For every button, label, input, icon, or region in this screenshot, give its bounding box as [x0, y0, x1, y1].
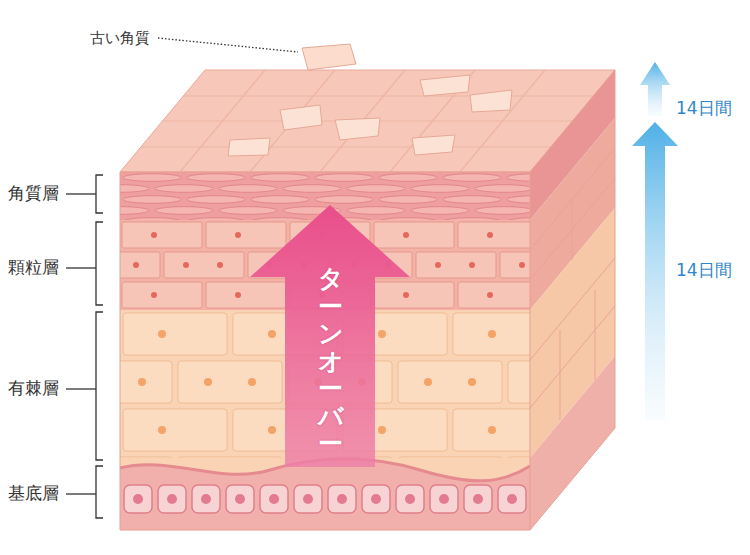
skin-surface — [120, 70, 615, 172]
stratum-basale — [226, 485, 254, 513]
turnover-arrow: ターンオーバー — [250, 205, 410, 467]
period-label: 14日間 — [676, 260, 732, 280]
stratum-basale — [269, 494, 279, 504]
skin-surface — [335, 118, 380, 140]
layer-bracket — [66, 267, 96, 268]
stratum-basale — [120, 458, 530, 530]
layer-bracket — [96, 175, 103, 213]
stratum-basale — [430, 485, 458, 513]
layer-label: 基底層 — [8, 483, 59, 503]
stratum-basale — [507, 494, 517, 504]
stratum-basale — [473, 494, 483, 504]
callout-label: 古い角質 — [90, 29, 150, 47]
skin-side — [120, 172, 530, 530]
skin-surface — [420, 75, 470, 96]
skin-side — [560, 330, 561, 420]
stratum-basale — [405, 494, 415, 504]
stratum-basale — [201, 494, 211, 504]
skin-side — [595, 290, 596, 380]
layer-label: 有棘層 — [8, 378, 59, 398]
stratum-basale — [158, 485, 186, 513]
layer-bracket — [96, 466, 103, 518]
arrow-text: ターンオーバー — [318, 265, 343, 458]
layer-bracket — [96, 312, 103, 460]
layer-bracket — [66, 175, 103, 518]
layer-bracket — [66, 493, 96, 494]
stratum-basale — [133, 494, 143, 504]
skin-side — [530, 70, 615, 530]
skin-surface — [470, 90, 512, 112]
skin-surface — [120, 70, 615, 172]
layer-label: 顆粒層 — [8, 257, 59, 277]
stratum-basale — [120, 458, 530, 530]
skin-side — [530, 306, 615, 408]
skin-side — [530, 148, 615, 420]
stratum-basale — [192, 485, 220, 513]
stratum-basale — [260, 485, 288, 513]
skin-surface — [141, 146, 551, 147]
stratum-basale — [294, 485, 322, 513]
skin-surface — [280, 105, 322, 130]
layer-bracket — [66, 193, 96, 194]
stratum-basale — [498, 485, 526, 513]
skin-surface — [320, 70, 405, 172]
stratum-basale — [303, 494, 313, 504]
period-label: 14日間 — [676, 98, 732, 118]
stratum-basale — [439, 494, 449, 504]
stratum-basale — [371, 494, 381, 504]
stratum-basale — [124, 485, 152, 513]
skin-surface — [228, 138, 270, 156]
skin-surface — [228, 75, 512, 156]
stratum-basale — [337, 494, 347, 504]
stratum-basale — [124, 485, 526, 513]
skin-surface — [141, 70, 593, 172]
layer-label: 角質層 — [8, 183, 59, 203]
skin-surface — [183, 95, 593, 96]
skin-side — [572, 200, 573, 260]
skin-surface — [460, 70, 545, 172]
arrow-shape — [250, 205, 410, 467]
skin-side — [530, 258, 615, 360]
skin-surface — [180, 70, 265, 172]
old-flake — [302, 44, 356, 70]
stratum-basale — [396, 485, 424, 513]
stratum-basale — [167, 494, 177, 504]
leader-line — [158, 38, 298, 52]
stratum-basale — [235, 494, 245, 504]
layer-bracket — [66, 388, 96, 389]
stratum-basale — [120, 459, 530, 530]
period-arrow — [632, 62, 678, 420]
skin-side — [120, 70, 615, 530]
stratum-basale — [133, 494, 517, 504]
layer-bracket — [96, 222, 103, 305]
stratum-basale — [328, 485, 356, 513]
skin-surface — [250, 70, 335, 172]
skin-surface — [412, 135, 455, 155]
skin-surface — [390, 70, 475, 172]
period-arrow — [640, 62, 670, 116]
period-arrow — [632, 122, 678, 420]
skin-side — [530, 178, 615, 280]
stratum-basale — [464, 485, 492, 513]
stratum-basale — [362, 485, 390, 513]
